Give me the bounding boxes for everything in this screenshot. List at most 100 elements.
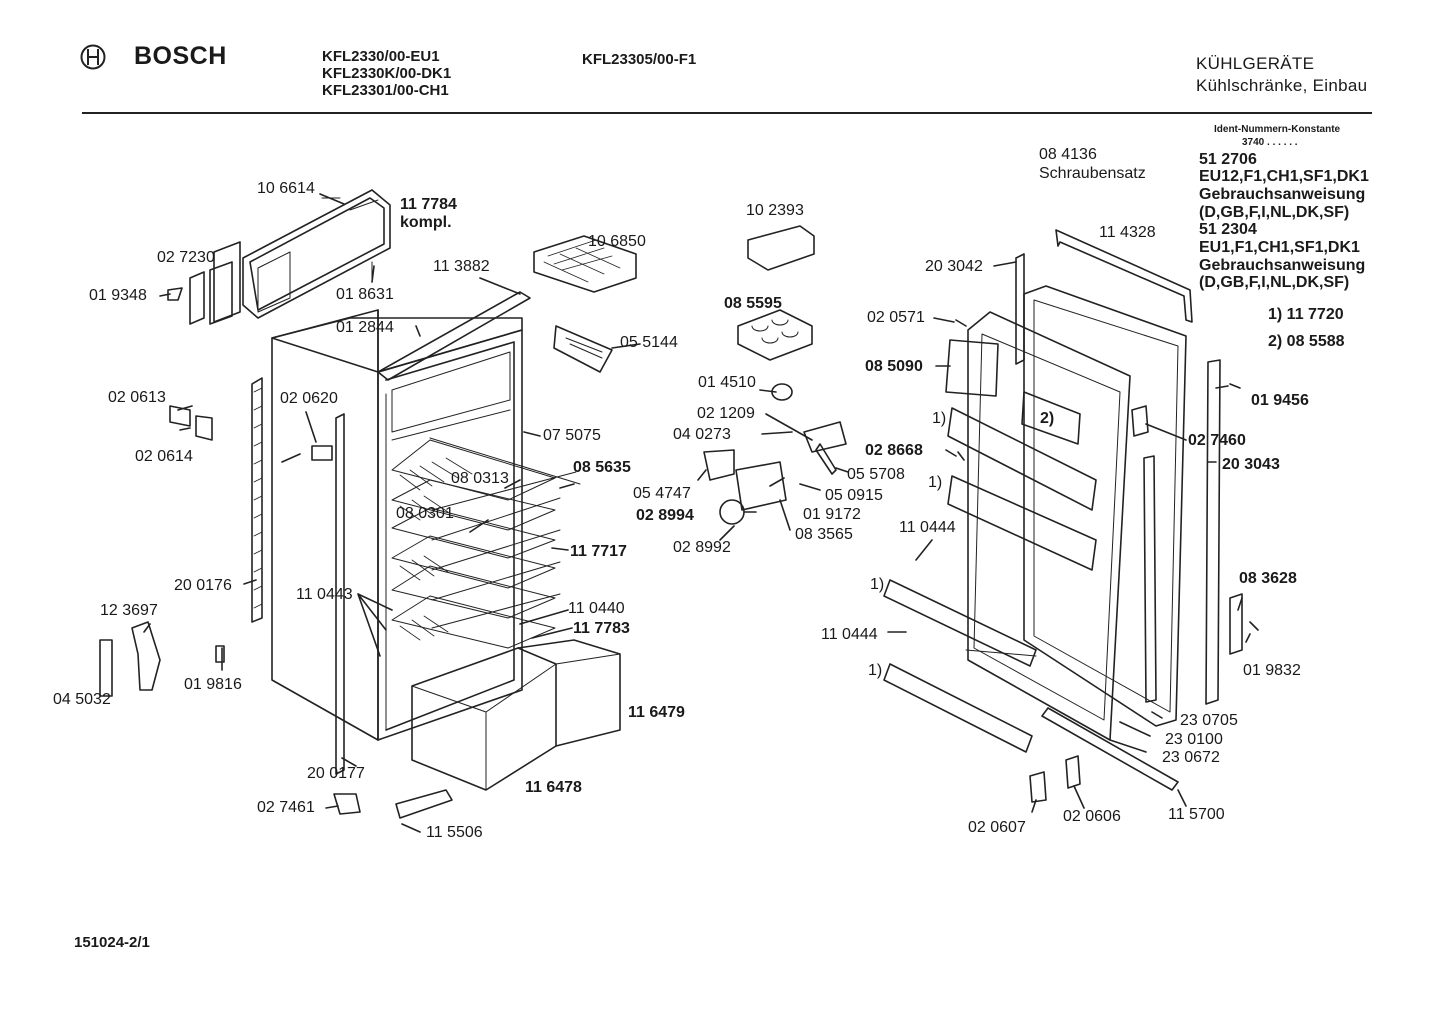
part-label: 08 5635	[573, 459, 631, 476]
part-label: 11 7784	[400, 196, 457, 213]
crisper-drawing	[411, 639, 621, 791]
bracket-drawing	[311, 445, 333, 461]
part-label: 20 0177	[307, 765, 365, 782]
part-label: 11 4328	[1099, 224, 1156, 241]
part-label: 01 8631	[336, 286, 394, 303]
part-label: 20 3042	[925, 258, 983, 275]
part-label: 20 0176	[174, 577, 232, 594]
cover-drawing	[1065, 755, 1081, 789]
category-title: KÜHLGERÄTE	[1196, 54, 1315, 73]
part-label: 10 6614	[257, 180, 315, 197]
model-number: KFL2330/00-EU1	[322, 48, 440, 65]
egg-tray-drawing	[737, 309, 813, 361]
ident-line: EU1,F1,CH1,SF1,DK1	[1199, 239, 1360, 256]
part-label: 05 4747	[633, 485, 691, 502]
door-drawing	[945, 229, 1221, 741]
knob-drawing	[719, 499, 745, 525]
ident-title: Ident-Nummern-Konstante	[1214, 124, 1341, 135]
screw-set-label: Schraubensatz	[1039, 165, 1146, 182]
header-divider	[82, 112, 1372, 114]
part-label: 01 9816	[184, 676, 242, 693]
part-label: 08 3565	[795, 526, 853, 543]
lamp-socket-drawing	[803, 421, 847, 453]
part-label: 11 7783	[573, 620, 630, 637]
model-number: KFL23305/00-F1	[582, 51, 697, 68]
part-label: 02 8992	[673, 539, 731, 556]
part-label: 01 9456	[1251, 392, 1309, 409]
part-label: 11 5700	[1168, 806, 1225, 823]
part-label: 10 2393	[746, 202, 804, 219]
part-label: 1)	[870, 576, 885, 593]
part-label: 01 9348	[89, 287, 147, 304]
bracket-drawing	[1229, 593, 1243, 655]
heater-drawing	[99, 639, 113, 697]
part-label: 08 5595	[724, 295, 782, 312]
part-label: 02 1209	[697, 405, 755, 422]
drain-drawing	[395, 789, 453, 819]
part-label: 11 0444	[821, 626, 878, 643]
part-label: 20 3043	[1222, 456, 1280, 473]
gasket-drawing	[251, 377, 345, 775]
ident-line: (D,GB,F,I,NL,DK,SF)	[1199, 204, 1350, 221]
screw-drawing	[955, 319, 1259, 631]
latch-drawing	[1131, 405, 1149, 437]
screw-drawing	[281, 453, 301, 463]
part-label: 04 0273	[673, 426, 731, 443]
part-label: 11 6478	[525, 779, 582, 796]
part-label: kompl.	[400, 214, 452, 231]
leader-lines	[143, 193, 1251, 833]
terminal-drawing	[703, 449, 735, 481]
part-label: 11 7717	[570, 543, 627, 560]
part-label: 23 0672	[1162, 749, 1220, 766]
ident-line: Gebrauchsanweisung	[1199, 186, 1366, 203]
hinge-drawing	[167, 261, 233, 325]
part-label: 08 5090	[865, 358, 923, 375]
rack-drawing	[553, 325, 613, 373]
part-label: 23 0705	[1180, 712, 1238, 729]
part-label: 02 8668	[865, 442, 923, 459]
cover-drawing	[1029, 771, 1047, 803]
part-label: 01 9172	[803, 506, 861, 523]
part-label: 02 8994	[636, 507, 694, 524]
part-label: 02 0613	[108, 389, 166, 406]
clip-drawing	[333, 793, 361, 815]
part-label: 23 0100	[1165, 731, 1223, 748]
part-label: 04 5032	[53, 691, 111, 708]
part-label: 10 6850	[588, 233, 646, 250]
part-label: 02 0620	[280, 390, 338, 407]
ident-line: (D,GB,F,I,NL,DK,SF)	[1199, 274, 1350, 291]
ident-line: 51 2706	[1199, 151, 1257, 168]
part-label: 02 0606	[1063, 808, 1121, 825]
part-label: 11 5506	[426, 824, 483, 841]
part-label: 02 0607	[968, 819, 1026, 836]
part-label: 11 3882	[433, 258, 490, 275]
part-label: 02 7460	[1188, 432, 1246, 449]
model-number: KFL2330K/00-DK1	[322, 65, 452, 82]
footnote: 1) 11 7720	[1268, 306, 1344, 323]
part-label: 1)	[868, 662, 883, 679]
part-label: 08 0313	[451, 470, 509, 487]
part-label: 08 3628	[1239, 570, 1297, 587]
bosch-logo-icon	[80, 44, 106, 70]
footnote: 2) 08 5588	[1268, 333, 1345, 350]
part-label: 12 3697	[100, 602, 158, 619]
part-label: 11 6479	[628, 704, 685, 721]
part-label: 05 5144	[620, 334, 678, 351]
part-label: 11 0444	[899, 519, 956, 536]
lamp-cover-drawing	[771, 383, 793, 401]
ice-tray-drawing	[533, 235, 637, 293]
ident-line: EU12,F1,CH1,SF1,DK1	[1199, 168, 1369, 185]
switch-drawing	[169, 405, 213, 441]
brand-name: BOSCH	[134, 42, 227, 70]
thermostat-housing-drawing	[735, 461, 787, 511]
ident-constant: 3740 . . . . . .	[1242, 137, 1298, 148]
ident-line: 51 2304	[1199, 221, 1257, 238]
spring-drawing	[815, 443, 837, 475]
part-label: 08 0301	[396, 505, 454, 522]
ident-line: Gebrauchsanweisung	[1199, 257, 1366, 274]
model-number: KFL23301/00-CH1	[322, 82, 449, 99]
drawing-number: 151024-2/1	[74, 934, 150, 951]
part-label: 1)	[928, 474, 943, 491]
